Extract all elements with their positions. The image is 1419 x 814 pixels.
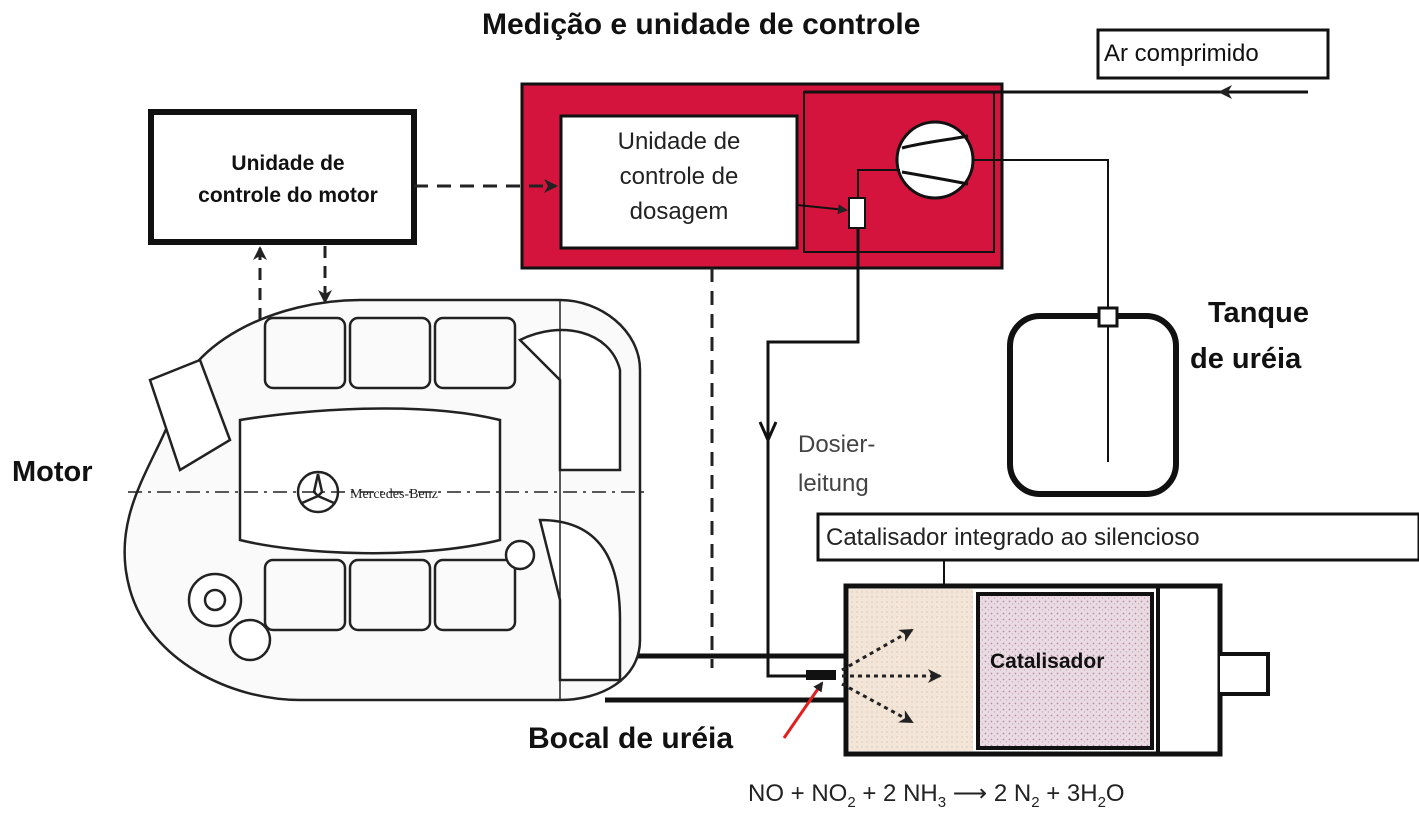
eq-part-3: 2 N xyxy=(993,780,1032,807)
urea-tank xyxy=(1007,313,1179,497)
engine-control-unit-box xyxy=(148,109,417,245)
catalyst-section xyxy=(976,592,1154,750)
dosing-valve xyxy=(848,197,866,229)
dcu-line-3: dosagem xyxy=(629,198,729,225)
dosier-line-1: Dosier- xyxy=(798,431,876,458)
spray-arrows xyxy=(841,628,942,724)
mercedes-star-icon xyxy=(296,470,340,514)
diagram-title: Medição e unidade de controle xyxy=(482,8,921,41)
dosing-line-label: Dosier- leitung xyxy=(798,425,875,503)
urea-tank-label: Tanque de uréia xyxy=(1190,290,1309,382)
dosing-control-unit-label: Unidade de controle de dosagem xyxy=(566,124,792,229)
compressed-air-label: Ar comprimido xyxy=(1104,40,1259,67)
catalyst-label-box xyxy=(816,512,1419,562)
reaction-equation: NO + NO2 + 2 NH3 ⟶ 2 N2 + 3H2O xyxy=(748,779,1125,811)
pre-catalyst-section xyxy=(849,589,973,751)
dosier-line-2: leitung xyxy=(798,470,869,497)
urea-nozzle xyxy=(806,670,836,680)
eq-arrow: ⟶ xyxy=(946,780,994,807)
tank-line-2: de uréia xyxy=(1190,343,1302,375)
nozzle-pointer-arrow xyxy=(782,681,824,739)
catalyst-box-label: Catalisador integrado ao silencioso xyxy=(826,524,1200,551)
tank-feed-line xyxy=(972,159,1109,312)
eq-part-5: O xyxy=(1105,780,1125,807)
engine-brand-label: Mercedes-Benz xyxy=(350,487,438,502)
engine-control-unit-label: Unidade de controle do motor xyxy=(170,148,406,212)
tank-line-1: Tanque xyxy=(1208,297,1309,329)
eq-sub-2: 3 xyxy=(937,793,947,811)
dosing-line xyxy=(766,228,860,678)
air-pump-icon xyxy=(895,120,975,200)
compressed-air-box xyxy=(1096,28,1330,80)
urea-nozzle-label: Bocal de uréia xyxy=(528,722,734,755)
eq-part-1: NO + NO xyxy=(748,780,848,807)
engine-label: Motor xyxy=(12,456,93,488)
eq-sub-1: 2 xyxy=(847,793,856,811)
dcu-line-1: Unidade de xyxy=(617,128,741,155)
engine-drawing xyxy=(123,298,650,702)
dcu-line-2: controle de xyxy=(619,163,739,190)
ecu-line-1: Unidade de xyxy=(231,152,345,175)
eq-part-2: + 2 NH xyxy=(855,780,938,807)
tail-pipe xyxy=(1220,652,1270,696)
ecu-line-2: controle do motor xyxy=(198,184,378,207)
eq-sub-3: 2 xyxy=(1031,793,1040,811)
eq-sub-4: 2 xyxy=(1097,793,1106,811)
eq-part-4: + 3H xyxy=(1039,780,1098,807)
catalyst-label: Catalisador xyxy=(990,650,1105,673)
dosing-control-unit-box xyxy=(559,114,799,250)
